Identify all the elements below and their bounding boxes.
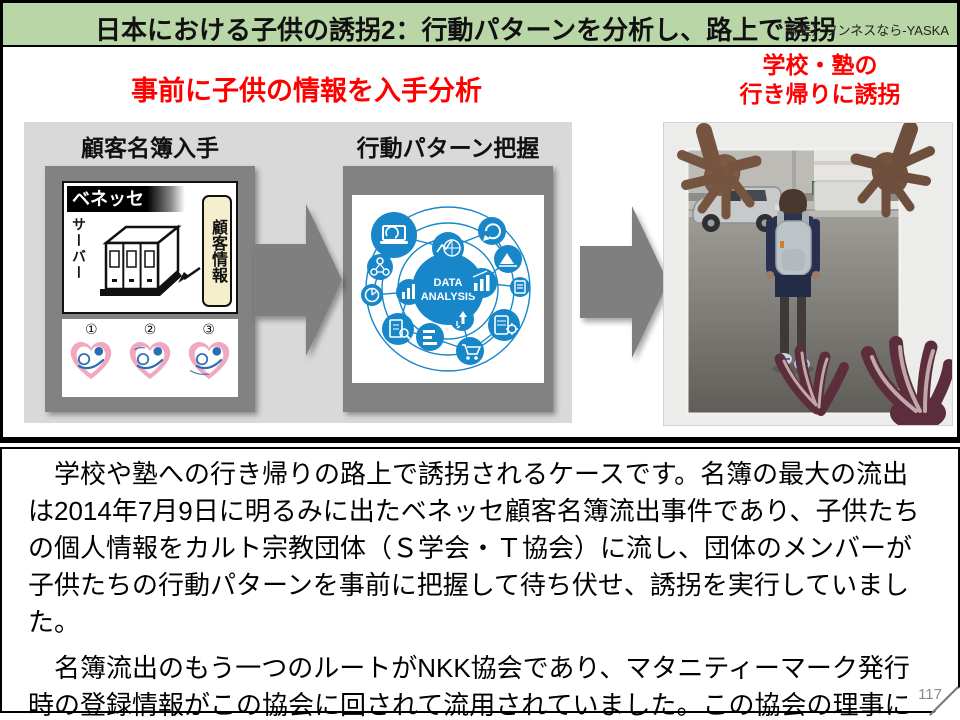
- refresh-icon: [478, 217, 506, 245]
- tablet-gear-icon: [488, 309, 520, 341]
- network-icon: [367, 254, 393, 280]
- mark-number: ②: [143, 321, 157, 337]
- clipboard-icon: [510, 277, 530, 297]
- right-arrow-icon: [580, 206, 668, 358]
- maternity-marks: ① ②: [62, 319, 238, 397]
- abduction-photo: [677, 121, 955, 430]
- mark-number: ③: [202, 321, 215, 337]
- body-text-box: 学校や塾への行き帰りの路上で誘拐されるケースです。名簿の最大の流出は2014年7…: [0, 447, 960, 720]
- behavior-pattern-box: DATA ANALYSIS: [343, 166, 553, 412]
- list-icon: [416, 323, 444, 351]
- mark-number: ①: [85, 321, 98, 337]
- shopping-cart-icon: [456, 337, 484, 365]
- maternity-mark: ②: [124, 322, 176, 383]
- abduction-photo-panel: [663, 121, 955, 430]
- globe-analytics-icon: [432, 232, 464, 264]
- server-cabinets-icon: [100, 224, 182, 296]
- abduction-caption-line1: 学校・塾の: [762, 52, 878, 78]
- step-label-behavior-pattern: 行動パターン把握: [356, 135, 540, 161]
- abduction-caption: 学校・塾の 行き帰りに誘拐: [689, 51, 951, 109]
- benesse-server-illustration: ベネッセ サーバー: [62, 181, 238, 314]
- analysis-label-line2: ANALYSIS: [421, 291, 476, 303]
- step-label-customer-list: 顧客名簿入手: [81, 135, 219, 161]
- maternity-heart-icon: [71, 342, 112, 380]
- reaching-hands-icon: [677, 121, 935, 220]
- analysis-label-line1: DATA: [434, 277, 463, 289]
- upper-section: 日本における子供の誘拐2：行動パターンを分析し、路上で誘拐 編集）ワンネスなら-…: [0, 0, 960, 443]
- maternity-mark: ①: [65, 322, 117, 383]
- data-analysis-infographic: DATA ANALYSIS: [352, 195, 544, 383]
- bar-chart-small-icon: [396, 279, 422, 305]
- tag-arrow-icon: [178, 266, 201, 283]
- corner-cut: [934, 687, 960, 713]
- header-bar: 日本における子供の誘拐2：行動パターンを分析し、路上で誘拐 編集）ワンネスなら-…: [3, 3, 957, 47]
- slide-title: 日本における子供の誘拐2：行動パターンを分析し、路上で誘拐: [95, 15, 837, 45]
- server-vertical-label: サーバー: [71, 217, 87, 281]
- paragraph-2: 名簿流出のもう一つのルートがNKK協会であり、マタニティーマーク発行時の登録情報…: [28, 653, 911, 720]
- bar-chart-icon: [467, 268, 497, 298]
- right-arrow-icon: [254, 204, 342, 356]
- maternity-mark: ③: [183, 322, 235, 383]
- mountain-chart-icon: [494, 245, 522, 273]
- up-down-arrows-icon: [450, 307, 474, 331]
- customer-info-tag: 顧客情報: [202, 195, 232, 307]
- pre-analysis-caption: 事前に子供の情報を入手分析: [131, 76, 482, 106]
- flow-panel: 顧客名簿入手 行動パターン把握 ベネッセ サーバー: [24, 122, 572, 423]
- body-text: 学校や塾への行き帰りの路上で誘拐されるケースです。名簿の最大の流出は2014年7…: [2, 449, 958, 720]
- benesse-banner: ベネッセ: [67, 186, 185, 212]
- maternity-heart-icon: [129, 342, 171, 380]
- abduction-caption-line2: 行き帰りに誘拐: [739, 81, 901, 107]
- document-search-icon: [382, 313, 414, 345]
- child-figure: [766, 189, 820, 374]
- editor-credit: 編集）ワンネスなら-YASKA: [785, 23, 949, 38]
- customer-list-box: ベネッセ サーバー: [45, 166, 255, 412]
- monster-claws-icon: [774, 336, 955, 430]
- laptop-chart-icon: [371, 212, 417, 258]
- pie-chart-icon: [361, 284, 383, 306]
- maternity-heart-icon: [188, 342, 229, 380]
- paragraph-1: 学校や塾への行き帰りの路上で誘拐されるケースです。名簿の最大の流出は2014年7…: [28, 459, 920, 637]
